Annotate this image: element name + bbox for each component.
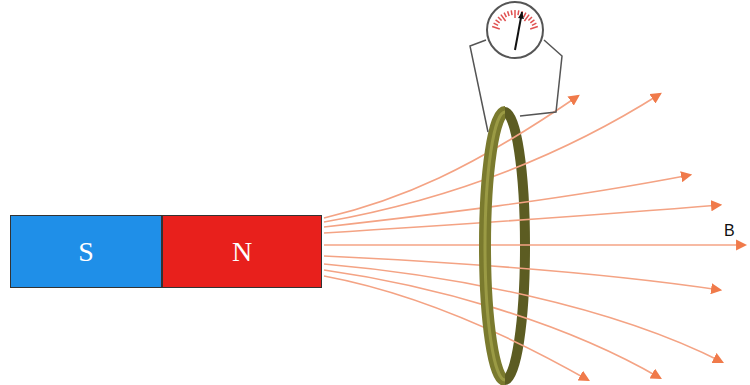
field-label: B xyxy=(724,222,735,240)
magnet-south-pole: S xyxy=(10,215,162,288)
coil-front xyxy=(485,112,505,380)
coil-highlight xyxy=(485,112,505,380)
pole-letter: S xyxy=(78,236,94,268)
coil-back xyxy=(485,112,525,380)
field-lines xyxy=(324,94,745,380)
magnet-north-pole: N xyxy=(162,215,322,288)
pole-letter: N xyxy=(232,236,252,268)
galvanometer xyxy=(487,2,543,58)
